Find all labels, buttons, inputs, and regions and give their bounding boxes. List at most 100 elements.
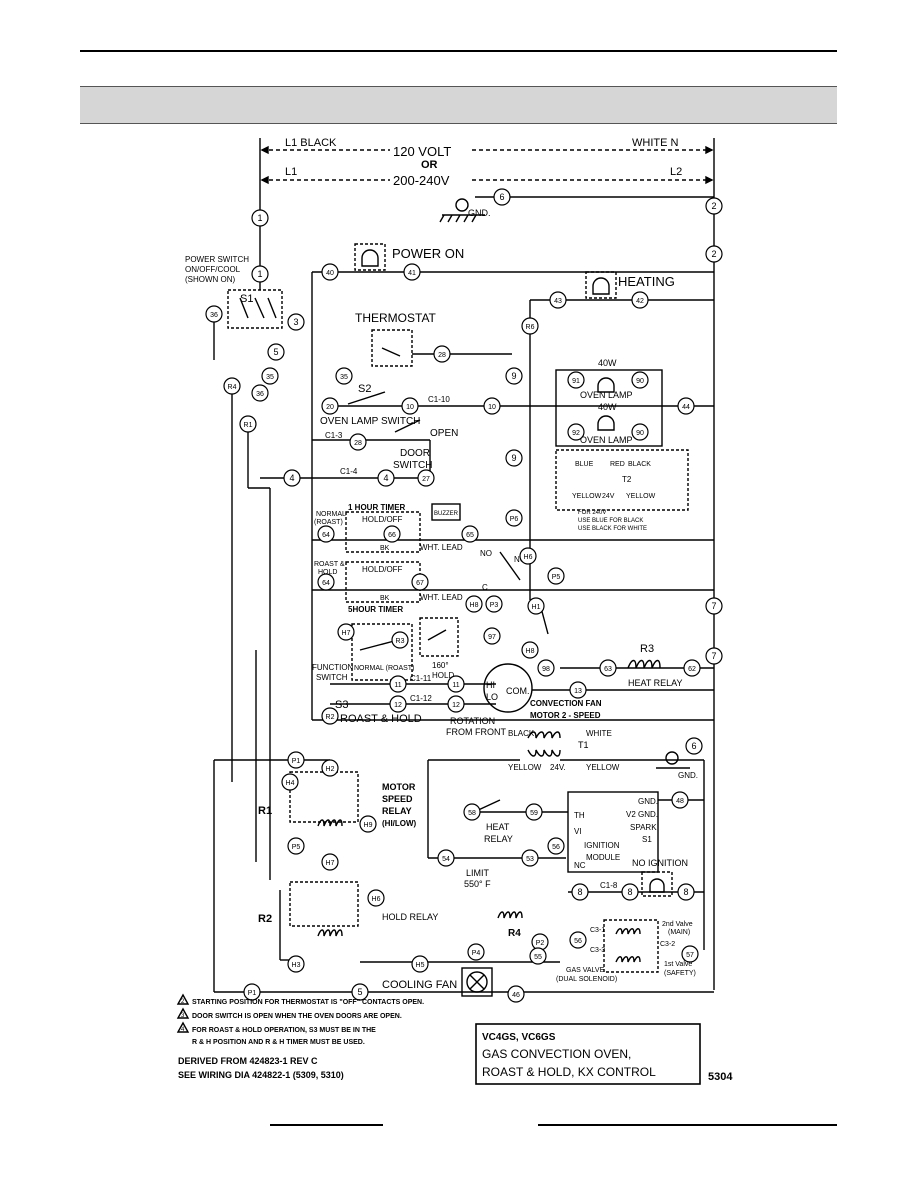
terminal-number: P5 — [292, 844, 301, 851]
terminal-number: 13 — [574, 688, 582, 695]
motor-speed-relay: MOTOR SPEED RELAY (HI/LOW) R1 — [258, 771, 417, 828]
power-on-lamp: POWER ON — [354, 243, 464, 271]
terminal-node — [205, 305, 223, 323]
terminal-node — [337, 623, 355, 641]
terminal-node — [567, 371, 585, 389]
terminal-node — [505, 509, 523, 527]
open-label: OPEN — [430, 428, 458, 439]
terminal-node — [437, 849, 455, 867]
terminal-node — [569, 681, 587, 699]
gas-valve-label: GAS VALVE — [566, 967, 605, 974]
terminal-node — [461, 525, 479, 543]
door-switch-label: SWITCH — [393, 460, 432, 471]
note-text: R & H POSITION AND R & H TIMER MUST BE U… — [192, 1039, 365, 1046]
motor-speed-relay-label: (HI/LOW) — [382, 819, 417, 828]
t1-24v: 24V. — [550, 763, 566, 772]
ign-spark: SPARK — [630, 823, 657, 832]
one-hour-timer-label: 1 HOUR TIMER — [348, 503, 406, 512]
terminal-node — [521, 641, 539, 659]
terminal-node — [685, 737, 703, 755]
terminal-node — [251, 265, 269, 283]
terminal-number: 3 — [293, 317, 298, 327]
hold-relay: R2 HOLD RELAY — [258, 881, 438, 937]
terminal-node — [403, 263, 421, 281]
terminal-number: 57 — [686, 952, 694, 959]
terminal-node — [521, 317, 539, 335]
terminal-number: 4 — [383, 473, 388, 483]
contact-c: C — [482, 583, 488, 592]
terminal-number: 9 — [511, 453, 516, 463]
terminal-number: 54 — [442, 856, 450, 863]
terminal-number: 35 — [340, 374, 348, 381]
normal-roast-sw-label: NORMAL (ROAST) — [354, 665, 414, 672]
terminal-number: 40 — [326, 270, 334, 277]
terminal-number: H7 — [326, 860, 335, 867]
terminal-number: H7 — [342, 630, 351, 637]
terminal-number: 11 — [452, 682, 459, 689]
connector-c3-2: C3-2 — [660, 941, 675, 948]
roast-and-hold-label: ROAST & HOLD — [340, 713, 422, 725]
or-label: OR — [421, 159, 438, 171]
title-line2: ROAST & HOLD, KX CONTROL — [482, 1065, 656, 1079]
t1-white: WHITE — [586, 729, 612, 738]
left-wiring — [213, 318, 330, 992]
terminal-node — [287, 955, 305, 973]
terminal-node — [671, 791, 689, 809]
terminal-node — [599, 659, 617, 677]
com-label: COM. — [506, 686, 530, 696]
terminal-node — [521, 849, 539, 867]
hold-off-label: HOLD/OFF — [362, 515, 403, 524]
ground-symbol: GND. — [439, 198, 491, 223]
terminal-node — [683, 659, 701, 677]
terminal-number: 56 — [552, 844, 560, 851]
buzzer-label: BUZZER — [434, 511, 459, 517]
terminal-node — [317, 525, 335, 543]
normal-roast-label: (ROAST) — [314, 519, 343, 526]
white-n-label: WHITE N — [632, 137, 678, 149]
terminal-number: P6 — [510, 516, 519, 523]
terminal-number: 56 — [574, 938, 582, 945]
see-wiring: SEE WIRING DIA 424822-1 (5309, 5310) — [178, 1070, 344, 1080]
terminal-number: 5 — [357, 987, 362, 997]
t2-blue: BLUE — [575, 461, 594, 468]
derived-from: DERIVED FROM 424823-1 REV C — [178, 1056, 318, 1066]
terminal-number: H8 — [526, 648, 535, 655]
oven-lamp-label: OVEN LAMP — [580, 435, 633, 445]
volt-120-label: 120 VOLT — [393, 144, 451, 159]
ign-nc: NC — [574, 861, 586, 870]
gas-valve-label: (DUAL SOLENOID) — [556, 976, 617, 983]
terminal-number: 92 — [572, 430, 580, 437]
terminal-number: 90 — [636, 378, 644, 385]
terminal-number: 5 — [273, 347, 278, 357]
terminal-node — [287, 837, 305, 855]
terminal-node — [485, 595, 503, 613]
t1-black: BLACK — [508, 729, 535, 738]
terminal-number: 66 — [388, 532, 396, 539]
terminal-node — [547, 567, 565, 585]
connector-c1-3: C1-3 — [325, 431, 343, 440]
terminal-number: 42 — [636, 298, 644, 305]
terminal-node — [447, 675, 465, 693]
t2-red: RED — [610, 461, 625, 468]
terminal-node — [631, 291, 649, 309]
terminal-node — [493, 188, 511, 206]
t2-yellow: YELLOW — [572, 493, 602, 500]
transformer-t2: BLUE RED BLACK T2 YELLOW 24V YELLOW FOR … — [555, 449, 689, 532]
terminal-node — [367, 889, 385, 907]
title-line1: GAS CONVECTION OVEN, — [482, 1047, 631, 1061]
terminal-node — [359, 815, 377, 833]
terminal-number: H9 — [364, 822, 373, 829]
function-switch-label: FUNCTION — [312, 663, 354, 672]
t2-label: T2 — [622, 475, 632, 484]
t2-note: FOR 240V — [578, 510, 606, 516]
ign-v2gnd: V2 GND. — [626, 810, 658, 819]
terminal-number: 53 — [526, 856, 534, 863]
note-text: STARTING POSITION FOR THERMOSTAT IS "OFF… — [192, 999, 424, 1006]
terminal-number: 36 — [256, 391, 264, 398]
roast-hold-label: ROAST & — [314, 561, 345, 568]
drawing-number: 5304 — [708, 1071, 733, 1083]
terminal-number: 44 — [682, 404, 690, 411]
terminal-number: 97 — [488, 634, 496, 641]
thermostat-label: THERMOSTAT — [355, 311, 437, 325]
